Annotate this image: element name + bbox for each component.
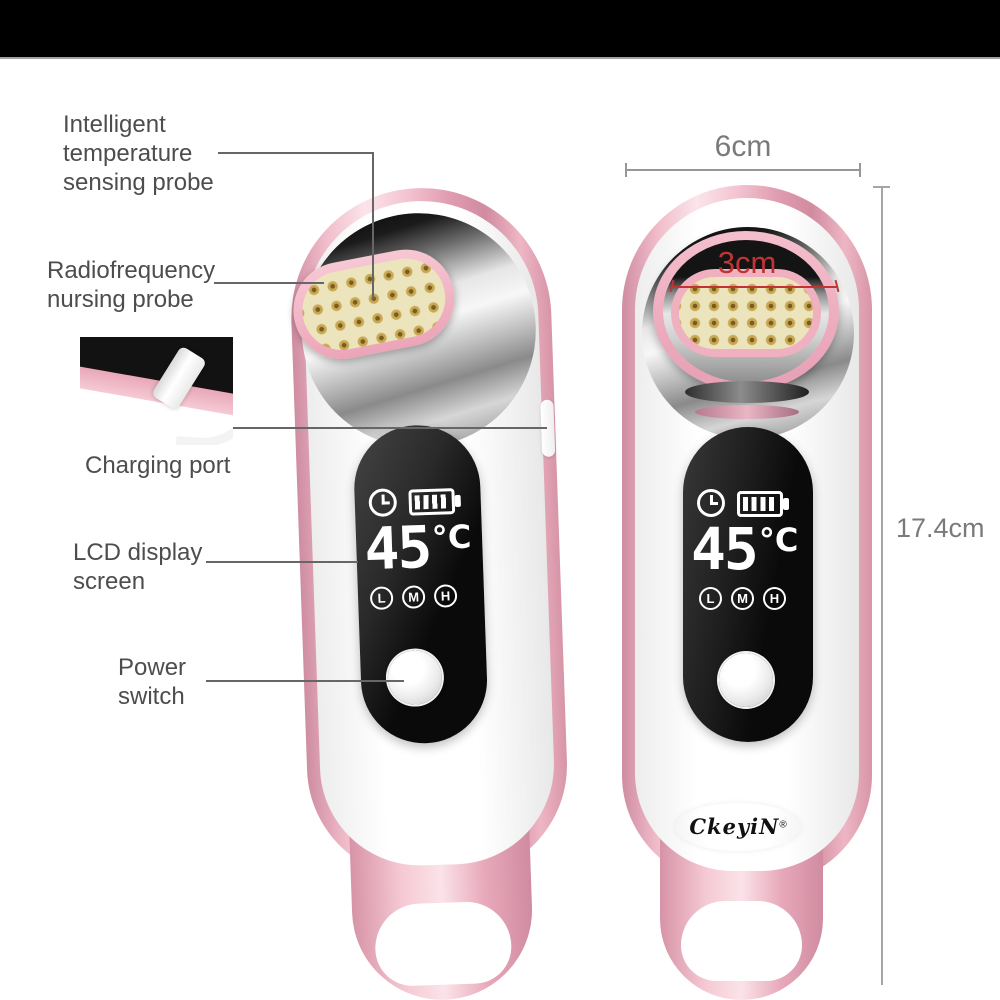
- intensity-level-indicators: L M H: [699, 587, 786, 610]
- charging-port-inset-photo: [80, 337, 233, 445]
- leader-line-temperature-probe: [372, 152, 374, 300]
- probe-base-ring: [695, 405, 799, 419]
- intensity-level-indicators: L M H: [369, 584, 458, 611]
- registered-trademark-mark: ®: [779, 819, 787, 831]
- label-lcd-screen: LCD display screen: [73, 538, 202, 596]
- handle-loop-hole: [681, 901, 802, 981]
- battery-terminal: [783, 498, 789, 510]
- battery-level-bars: [414, 494, 450, 510]
- label-power-switch: Power switch: [118, 653, 186, 711]
- label-line: temperature: [63, 140, 193, 167]
- handle-loop-hole: [373, 900, 513, 988]
- probe-width-dimension-line: [672, 286, 837, 288]
- label-line: nursing probe: [47, 286, 194, 313]
- label-temperature-probe: Intelligent temperature sensing probe: [63, 110, 214, 197]
- brand-name: CkeyiN: [689, 814, 780, 839]
- level-low-indicator: L: [369, 586, 394, 611]
- clock-icon: [697, 489, 725, 517]
- temperature-readout: 45 °C: [363, 512, 473, 584]
- battery-icon: [408, 488, 461, 516]
- clock-icon: [368, 488, 398, 518]
- leader-line-temperature-probe: [218, 152, 374, 154]
- label-rf-probe: Radiofrequency nursing probe: [47, 256, 215, 314]
- clock-hand: [710, 502, 718, 505]
- charging-cable: [175, 378, 233, 445]
- label-line: LCD display: [73, 539, 203, 566]
- probe-base-band: [685, 381, 809, 403]
- device-right-front-view: 3cm 45 °C L M H CkeyiN®: [622, 185, 872, 1000]
- top-letterbox-bar: [0, 0, 1000, 59]
- device-left-side-view: 45 °C L M H: [285, 183, 575, 1000]
- battery-level-bars: [743, 497, 777, 511]
- level-medium-indicator: M: [731, 587, 754, 610]
- label-line: Intelligent: [63, 111, 166, 138]
- dimension-tick: [625, 163, 627, 177]
- probe-width-dimension-label: 3cm: [717, 245, 777, 280]
- label-line: screen: [73, 568, 146, 595]
- level-low-indicator: L: [699, 587, 722, 610]
- lcd-display-panel: 45 °C L M H: [352, 423, 490, 746]
- brand-logo: CkeyiN®: [675, 803, 801, 851]
- label-line: Power: [118, 654, 187, 681]
- label-line: Radiofrequency: [47, 257, 216, 284]
- temperature-unit: °C: [758, 521, 799, 559]
- height-dimension-label: 17.4cm: [896, 513, 985, 543]
- dimension-tick: [859, 163, 861, 177]
- lcd-display-panel: 45 °C L M H: [683, 427, 813, 742]
- temperature-value: 45: [363, 512, 432, 584]
- height-dimension-line: [881, 187, 883, 985]
- label-line: Charging port: [85, 452, 231, 479]
- label-charging-port: Charging port: [85, 451, 230, 480]
- clock-hand: [381, 501, 390, 505]
- leader-line-charging-port: [233, 427, 547, 429]
- leader-line-lcd-screen: [206, 561, 358, 563]
- leader-line-power-switch: [206, 680, 404, 682]
- temperature-readout: 45 °C: [691, 519, 798, 579]
- level-medium-indicator: M: [401, 585, 426, 609]
- level-high-indicator: H: [433, 584, 458, 608]
- clock-hand: [710, 495, 713, 505]
- leader-line-rf-probe: [214, 282, 324, 284]
- power-button: [719, 653, 773, 707]
- dimension-tick: [873, 186, 890, 188]
- probe-pin-array: [671, 269, 821, 357]
- battery-icon: [737, 491, 789, 517]
- temperature-value: 45: [691, 515, 759, 583]
- temperature-unit: °C: [431, 517, 473, 557]
- width-dimension-line: [625, 169, 861, 171]
- width-dimension-label: 6cm: [714, 130, 772, 163]
- label-line: sensing probe: [63, 169, 214, 196]
- label-line: switch: [118, 683, 185, 710]
- battery-terminal: [454, 494, 461, 508]
- level-high-indicator: H: [763, 587, 786, 610]
- power-button: [386, 649, 443, 706]
